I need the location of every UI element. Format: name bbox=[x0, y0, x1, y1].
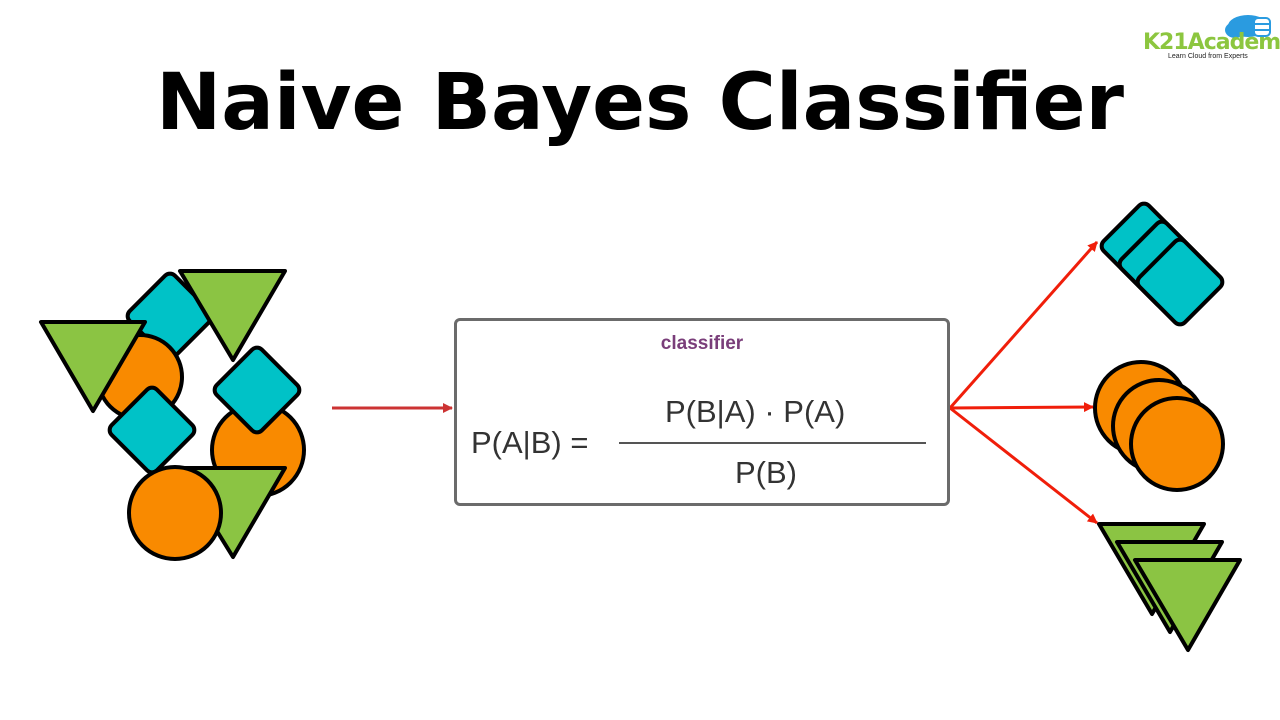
k21academy-logo: K21Academy Learn Cloud from Experts bbox=[1140, 8, 1280, 63]
cloud-database-icon bbox=[1225, 15, 1271, 38]
orange-circle bbox=[127, 465, 223, 561]
fraction-bar bbox=[619, 442, 926, 444]
mixed-input-shapes bbox=[39, 269, 306, 561]
output-arrows bbox=[948, 241, 1099, 525]
arrow-to-triangles bbox=[949, 406, 1098, 525]
arrow-to-circles bbox=[949, 402, 1094, 413]
cyan-diamond bbox=[107, 385, 197, 475]
classifier-box: classifier P(A|B) = P(B|A) · P(A) P(B) bbox=[454, 318, 950, 506]
cyan-diamond bbox=[212, 345, 302, 435]
arrow-to-diamonds bbox=[948, 241, 1099, 409]
logo-tagline: Learn Cloud from Experts bbox=[1168, 53, 1248, 60]
formula-denominator: P(B) bbox=[735, 455, 797, 490]
formula-lhs: P(A|B) = bbox=[471, 425, 589, 460]
page-title: Naive Bayes Classifier bbox=[156, 58, 1124, 148]
green-triangle bbox=[178, 269, 287, 362]
green-triangle bbox=[39, 320, 147, 413]
logo-name: K21Academy bbox=[1143, 30, 1280, 55]
classified-circles bbox=[1093, 360, 1225, 492]
formula-numerator: P(B|A) · P(A) bbox=[665, 394, 846, 429]
classified-triangles bbox=[1097, 522, 1242, 652]
classifier-label: classifier bbox=[660, 333, 744, 354]
classified-diamonds bbox=[1099, 201, 1225, 327]
